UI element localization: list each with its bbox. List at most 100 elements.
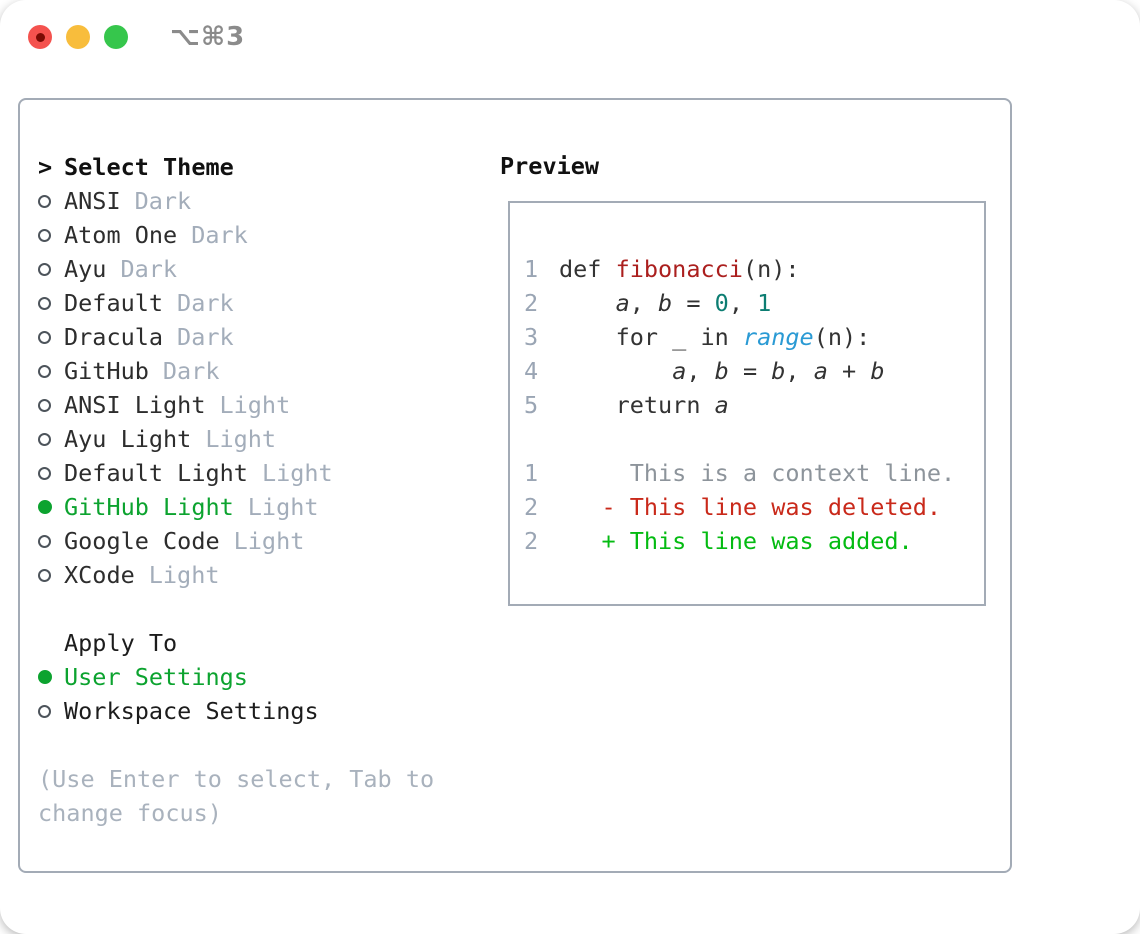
code-content: This is a context line. xyxy=(559,456,955,490)
apply-to-header: Apply To xyxy=(38,626,434,660)
select-theme-header: > Select Theme xyxy=(38,150,434,184)
code-segment-plain: , xyxy=(785,357,814,385)
apply-option-label: User Settings xyxy=(64,663,248,691)
line-number: 1 xyxy=(524,459,539,487)
code-segment-lit: 1 xyxy=(757,289,772,317)
code-line-blank xyxy=(524,218,984,252)
theme-variant-badge: Light xyxy=(261,459,333,487)
theme-name: GitHub xyxy=(64,357,149,385)
code-segment-var: b xyxy=(771,357,786,385)
theme-variant-badge: Light xyxy=(247,493,319,521)
line-number: 2 xyxy=(524,493,539,521)
code-line: 1 This is a context line. xyxy=(524,456,984,490)
theme-name: ANSI Light xyxy=(64,391,206,419)
code-segment-plain: (n): xyxy=(813,323,871,351)
theme-option-default-light[interactable]: Default Light Light xyxy=(38,456,434,490)
radio-unselected-icon xyxy=(38,398,51,412)
code-segment-plain: , xyxy=(629,289,659,317)
tab-title: ⌥⌘3 xyxy=(170,22,246,52)
code-segment-plain xyxy=(559,289,616,317)
theme-option-ayu[interactable]: Ayu Dark xyxy=(38,252,434,286)
theme-name: Atom One xyxy=(64,221,178,249)
radio-unselected-icon xyxy=(38,262,51,276)
theme-variant-badge: Light xyxy=(148,561,220,589)
code-line: 3 for _ in range(n): xyxy=(524,320,984,354)
spacer-row xyxy=(38,728,434,762)
theme-variant-badge: Light xyxy=(205,425,277,453)
code-content: - This line was deleted. xyxy=(559,490,941,524)
radio-unselected-icon xyxy=(38,296,51,310)
code-segment-fn: fibonacci xyxy=(615,255,743,283)
code-segment-plain: for _ in xyxy=(559,323,743,351)
minimize-button[interactable] xyxy=(66,25,90,49)
code-segment-plain: return xyxy=(559,391,715,419)
line-number: 5 xyxy=(524,391,539,419)
code-content: for _ in range(n): xyxy=(559,320,871,354)
radio-unselected-icon xyxy=(38,330,51,344)
theme-name: ANSI xyxy=(64,187,121,215)
theme-name: XCode xyxy=(64,561,135,589)
radio-unselected-icon xyxy=(38,432,51,446)
radio-unselected-icon xyxy=(38,364,51,378)
apply-option-user-settings[interactable]: User Settings xyxy=(38,660,434,694)
zoom-button[interactable] xyxy=(104,25,128,49)
code-line-blank xyxy=(524,422,984,456)
theme-name: Google Code xyxy=(64,527,220,555)
code-segment-lit: 0 xyxy=(714,289,729,317)
theme-name: Ayu xyxy=(64,255,107,283)
theme-option-google-code[interactable]: Google Code Light xyxy=(38,524,434,558)
code-segment-plain xyxy=(559,357,672,385)
theme-variant-badge: Dark xyxy=(134,187,192,215)
code-segment-var: b xyxy=(658,289,673,317)
code-segment-add: + This line was added. xyxy=(559,527,913,555)
line-number: 4 xyxy=(524,357,539,385)
line-number: 1 xyxy=(524,255,539,283)
apply-option-label: Workspace Settings xyxy=(64,697,319,725)
close-dot-icon xyxy=(35,32,45,42)
theme-name: Default xyxy=(64,289,164,317)
theme-option-ansi[interactable]: ANSI Dark xyxy=(38,184,434,218)
apply-option-workspace-settings[interactable]: Workspace Settings xyxy=(38,694,434,728)
code-content: a, b = b, a + b xyxy=(559,354,884,388)
line-number xyxy=(524,422,539,456)
theme-variant-badge: Light xyxy=(233,527,305,555)
code-segment-var: b xyxy=(714,357,729,385)
radio-selected-icon xyxy=(38,670,52,684)
code-content: return a xyxy=(559,388,729,422)
code-segment-var: a xyxy=(615,289,630,317)
code-segment-plain: def xyxy=(559,255,616,283)
code-content: a, b = 0, 1 xyxy=(559,286,772,320)
code-line: 2 + This line was added. xyxy=(524,524,984,558)
code-line: 2 a, b = 0, 1 xyxy=(524,286,984,320)
theme-option-atom-one[interactable]: Atom One Dark xyxy=(38,218,434,252)
theme-option-xcode[interactable]: XCode Light xyxy=(38,558,434,592)
close-button[interactable] xyxy=(28,25,52,49)
theme-variant-badge: Dark xyxy=(191,221,248,249)
theme-variant-badge: Dark xyxy=(120,255,178,283)
code-line: 5 return a xyxy=(524,388,984,422)
code-segment-var: b xyxy=(870,357,885,385)
code-segment-plain: , xyxy=(728,289,758,317)
code-segment-plain: = xyxy=(672,289,715,317)
code-segment-plain: + xyxy=(827,357,871,385)
titlebar: ⌥⌘3 xyxy=(0,0,1140,70)
code-segment-del: - This line was deleted. xyxy=(559,493,942,521)
code-segment-plain: , xyxy=(686,357,715,385)
radio-unselected-icon xyxy=(38,228,51,242)
radio-unselected-icon xyxy=(38,704,51,718)
spacer-row xyxy=(38,592,434,626)
theme-name: Default Light xyxy=(64,459,248,487)
code-content: + This line was added. xyxy=(559,524,913,558)
preview-title: Preview xyxy=(500,152,600,180)
